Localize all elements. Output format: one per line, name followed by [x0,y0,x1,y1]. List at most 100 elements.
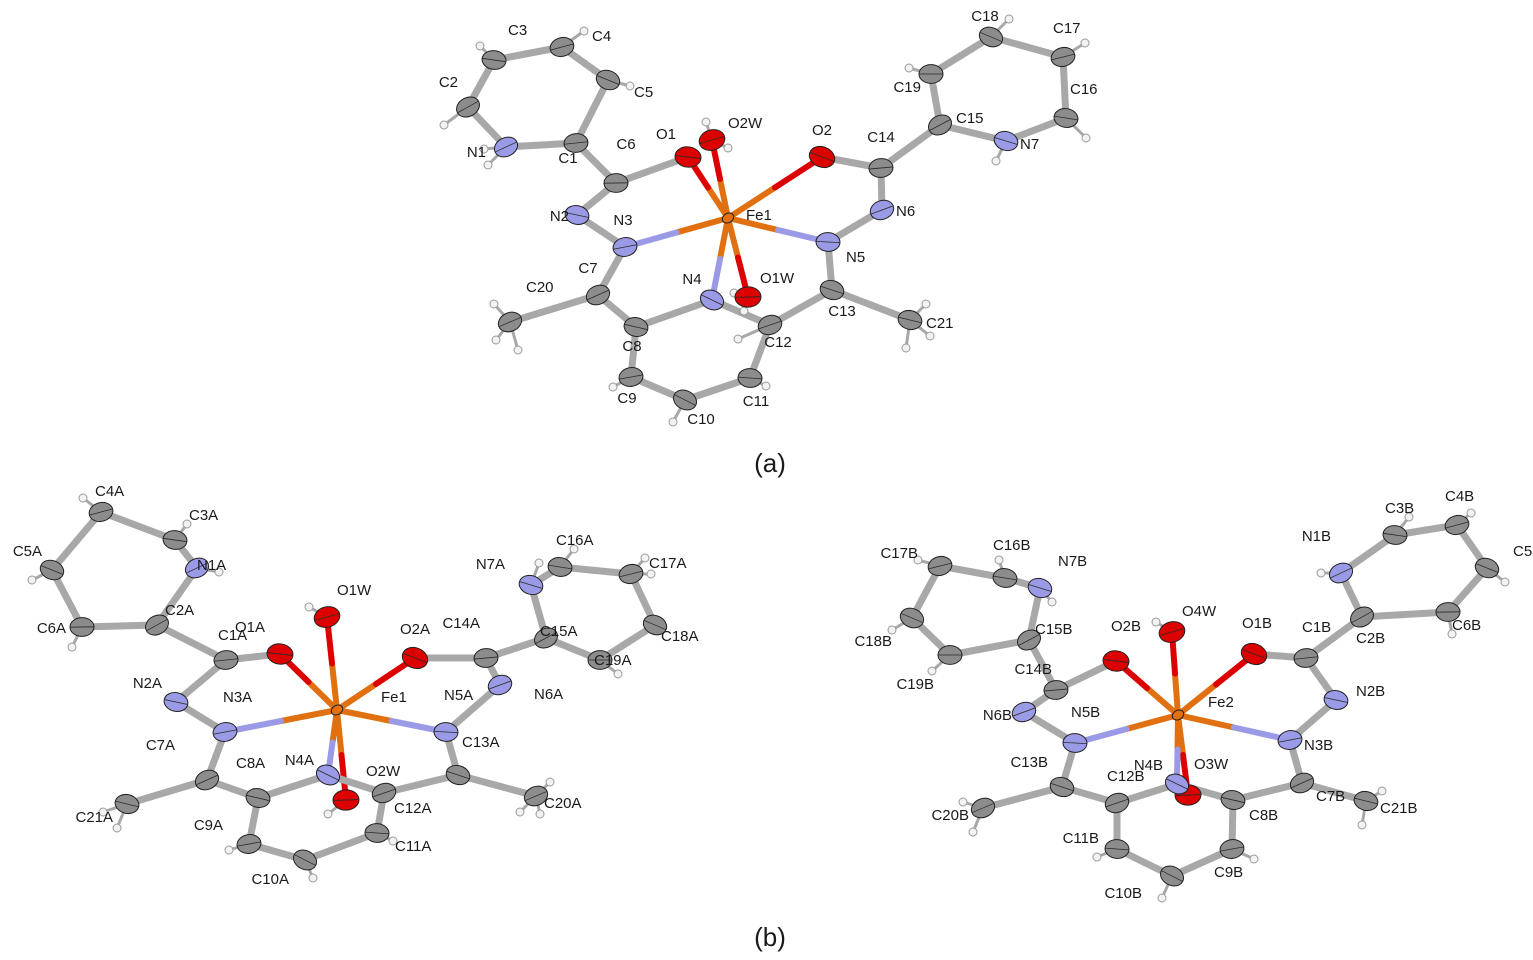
ellipsoid-axis-a-C3 [482,57,506,63]
hydrogen-atom-a-23 [925,331,935,341]
hydrogen-atom-b2-16 [1357,820,1367,830]
hydrogen-atom-b1-8 [308,873,318,883]
ellipsoid-axis-a-N6 [870,205,894,215]
atom-label-b1-N3A: N3A [223,689,252,706]
ellipsoid-axis-b1-C8A [246,794,270,802]
atom-label-a-C9: C9 [617,390,636,407]
hydrogen-atom-a-22 [921,299,931,309]
atom-label-b1-C3A: C3A [189,507,218,524]
ellipsoid-axis-b1-O2W [332,799,360,801]
ellipsoid-axis-b2-C1B [1294,656,1318,660]
ellipsoid-axis-b2-N7B [1028,584,1052,592]
ellipsoid-axis-b2-O2B [1103,659,1129,663]
atom-label-b1-C12A: C12A [394,800,432,817]
ellipsoid-axis-b1-C5A [40,565,64,575]
atom-label-b1-C10A: C10A [251,871,289,888]
ellipsoid-axis-a-C14 [869,166,893,170]
hydrogen-atom-b2-2 [1466,508,1476,518]
atom-label-b2-C18B: C18B [854,633,892,650]
ellipsoid-axis-a-C8 [624,323,648,331]
atom-label-b2-Fe2: Fe2 [1208,694,1234,711]
atom-label-b2-C8B: C8B [1249,807,1278,824]
atom-label-a-C4: C4 [592,28,611,45]
hydrogen-atom-a-13 [733,334,743,344]
ellipsoid-axis-b2-C12B [1105,798,1129,808]
ellipsoid-axis-b2-N2B [1324,697,1348,703]
hydrogen-atom-b1-13 [646,569,656,579]
atom-label-a-C21: C21 [926,315,954,332]
ellipsoid-axis-a-C12 [758,320,782,330]
atom-label-a-N7: N7 [1020,136,1039,153]
hydrogen-atom-b2-14 [968,827,978,837]
atoms-layer [39,26,1500,887]
atom-label-b2-N7B: N7B [1058,553,1087,570]
atom-label-a-O2W: O2W [728,115,763,132]
atom-label-a-C13: C13 [828,303,856,320]
atom-label-b1-C6A: C6A [37,620,66,637]
ellipsoid-axis-b2-O4W [1159,628,1185,636]
atom-label-b1-N7A: N7A [476,556,505,573]
atom-label-a-N4: N4 [682,271,701,288]
ellipsoid-axis-b2-C16B [993,575,1017,581]
ellipsoid-axis-a-C4 [550,43,574,51]
atom-label-b2-N5B: N5B [1071,704,1100,721]
hydrogen-atom-b1-12 [640,553,650,563]
atom-label-b2-C2B: C2B [1356,630,1385,647]
atom-label-a-N5: N5 [846,249,865,266]
atom-label-b2-C11B: C11B [1063,830,1099,847]
hydrogen-atom-a-20 [491,335,501,345]
ellipsoid-axis-a-N7 [994,137,1018,145]
atom-label-b2-N2B: N2B [1356,683,1385,700]
atom-label-b1-C14A: C14A [442,615,480,632]
hydrogen-atom-b1-11 [569,544,579,554]
ellipsoid-axis-b1-C9A [237,841,261,847]
hydrogen-atom-a-5 [483,160,493,170]
atom-label-a-N3: N3 [613,212,632,229]
hydrogen-atom-b1-16 [515,807,525,817]
atom-label-b2-C14B: C14B [1014,661,1052,678]
atom-label-a-C2: C2 [439,74,458,91]
ellipsoid-axis-b1-C21A [115,800,139,808]
atom-label-b2-C15B: C15B [1035,621,1073,638]
atom-label-b1-C9A: C9A [194,817,223,834]
atom-label-a-C14: C14 [867,129,895,146]
hydrogen-atom-b2-7 [913,555,923,565]
ellipsoid-axis-b1-N6A [488,680,512,690]
atom-label-b1-C20A: C20A [544,795,582,812]
atom-label-b1-C2A: C2A [165,602,194,619]
ellipsoid-axis-b1-N1A [185,562,209,574]
hydrogen-atom-b1-17 [535,809,545,819]
atom-label-b2-C12B: C12B [1107,768,1145,785]
hydrogen-atom-b1-18 [112,823,122,833]
hydrogen-atom-a-2 [579,26,589,36]
atom-label-a-C10: C10 [687,411,715,428]
atom-label-a-C1: C1 [558,150,577,167]
hydrogen-atom-b1-3 [67,642,77,652]
bond-b2-Fe2-O2B-half1 [1144,685,1181,718]
atom-label-b1-C8A: C8A [236,755,265,772]
atom-b1-Fe1 [330,704,344,716]
hydrogen-atom-b1-2 [27,575,37,585]
hydrogen-atom-a-4 [479,144,489,154]
hydrogen-atom-a-21 [513,345,523,355]
hydrogen-atom-b2-1 [1404,512,1414,522]
hydrogen-atom-a-24 [901,343,911,353]
hydrogen-atom-a-7 [723,143,733,153]
ellipsoid-axis-b2-C3B [1383,532,1407,538]
ellipsoid-axis-a-C11 [738,376,762,380]
bond-b1-Fe1-O1W-half1 [329,660,340,713]
ellipsoid-axis-b1-C18A [643,619,667,631]
atom-label-b1-C16A: C16A [556,532,594,549]
atom-label-b2-C6B: C6B [1452,617,1481,634]
hydrogen-atom-a-19 [489,299,499,309]
atom-label-a-C18: C18 [971,8,999,25]
bond-b2-Fe2-O4W-half1 [1172,670,1181,718]
atom-label-b2-N6B: N6B [983,707,1012,724]
bond-b2-Fe2-O1B-half1 [1175,681,1219,718]
atom-label-b1-O2A: O2A [400,621,430,638]
hydrogen-atom-b1-5 [304,602,314,612]
hydrogen-atom-b2-10 [1047,597,1057,607]
hydrogen-atom-b1-6 [323,809,333,819]
atom-label-b1-C5A: C5A [13,543,42,560]
ellipsoid-axis-a-N1 [494,141,518,153]
